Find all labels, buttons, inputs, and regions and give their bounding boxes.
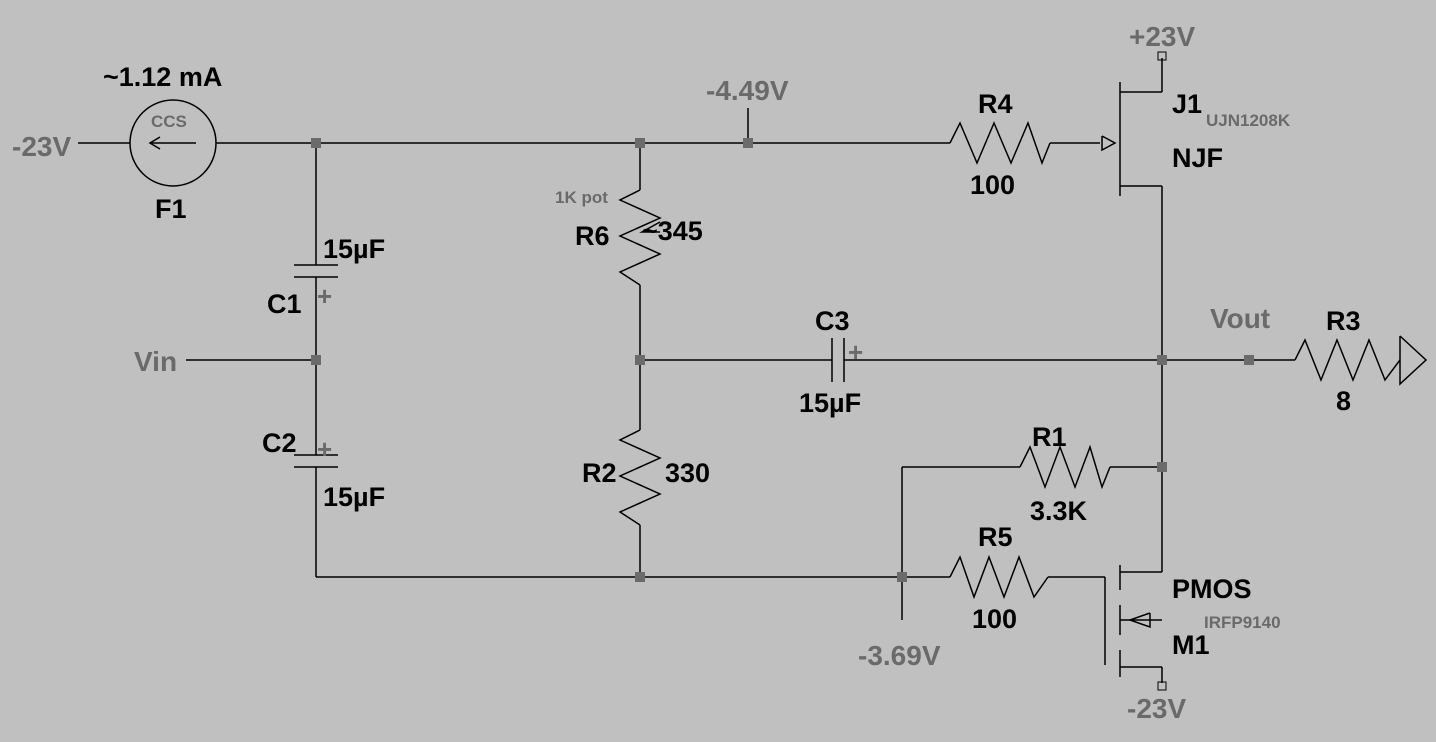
c1-value-label: 15µF <box>323 234 385 264</box>
c1-ref-label: C1 <box>267 289 302 319</box>
vout-label: Vout <box>1210 303 1270 334</box>
r2-ref-label: R2 <box>582 458 617 488</box>
ccs-circle <box>129 99 217 187</box>
node-output <box>1157 355 1167 365</box>
node-c1-top <box>311 138 321 148</box>
ccs-symbol-text: CCS <box>151 112 187 131</box>
neg-supply-left-label: -23V <box>12 131 71 162</box>
f1-ref-label: F1 <box>155 194 187 224</box>
c2-ref-label: C2 <box>262 428 297 458</box>
r2-value-label: 330 <box>665 458 710 488</box>
m1-part-label: IRFP9140 <box>1204 613 1281 632</box>
node-vout-probe <box>1244 355 1254 365</box>
c3-value-label: 15µF <box>799 388 861 418</box>
r4-ref-label: R4 <box>978 89 1013 119</box>
capacitor-c3[interactable] <box>831 338 845 382</box>
node-gate-bias <box>897 572 907 582</box>
j1-part-label: UJN1208K <box>1206 111 1291 130</box>
c3-ref-label: C3 <box>815 306 850 336</box>
arrow-left-icon <box>148 136 161 150</box>
pos-supply-label: +23V <box>1129 21 1195 52</box>
capacitor-c1[interactable] <box>294 264 338 278</box>
ccs-f1[interactable] <box>129 99 217 187</box>
r5-ref-label: R5 <box>978 522 1013 552</box>
j1-type-label: NJF <box>1172 143 1223 173</box>
r4-value-label: 100 <box>970 170 1015 200</box>
m1-type-label: PMOS <box>1172 574 1252 604</box>
resistor-r2[interactable] <box>618 429 662 526</box>
top-node-voltage-label: -4.49V <box>706 75 789 106</box>
resistor-r5[interactable] <box>949 554 1049 600</box>
c2-polarity-label: + <box>317 434 332 464</box>
jfet-j1[interactable] <box>1101 82 1121 196</box>
m1-ref-label: M1 <box>1172 630 1210 660</box>
neg-supply-bottom-label: -23V <box>1127 693 1186 724</box>
r6-value-label: ~345 <box>642 216 703 246</box>
r6-note-label: 1K pot <box>555 188 608 207</box>
c1-polarity-label: + <box>317 281 332 311</box>
j1-gate-arrow-icon <box>1101 135 1117 152</box>
resistor-r4[interactable] <box>949 120 1051 166</box>
wires <box>78 58 1295 683</box>
r6-ref-label: R6 <box>575 221 610 251</box>
gate-node-voltage-label: -3.69V <box>858 640 941 671</box>
resistor-r3[interactable] <box>1294 337 1401 383</box>
node-r2-bottom <box>635 572 645 582</box>
vin-label: Vin <box>134 346 177 377</box>
node-pot-top <box>635 138 645 148</box>
node-probe-top <box>743 138 753 148</box>
f1-value-label: ~1.12 mA <box>103 62 222 92</box>
j1-ref-label: J1 <box>1172 89 1202 119</box>
m1-body-arrow-icon <box>1127 612 1151 629</box>
resistor-r6[interactable] <box>618 189 662 286</box>
node-vin <box>311 355 321 365</box>
r1-value-label: 3.3K <box>1030 496 1088 526</box>
pmos-m1[interactable] <box>1104 565 1162 677</box>
pos-supply-terminal <box>1157 51 1167 61</box>
node-r1-right <box>1157 462 1167 472</box>
potentiometer-wiper-icon <box>639 221 661 233</box>
capacitor-c2[interactable] <box>294 454 338 468</box>
c3-polarity-label: + <box>848 337 863 367</box>
load-triangle-icon <box>1399 335 1428 386</box>
r1-ref-label: R1 <box>1032 422 1067 452</box>
r3-ref-label: R3 <box>1326 306 1361 336</box>
junction-nodes <box>311 138 1254 582</box>
neg-supply-terminal <box>1157 681 1167 691</box>
r3-value-label: 8 <box>1336 386 1351 416</box>
node-pot-wiper <box>635 355 645 365</box>
resistor-r1[interactable] <box>1019 444 1111 490</box>
r5-value-label: 100 <box>972 604 1017 634</box>
c2-value-label: 15µF <box>323 482 385 512</box>
